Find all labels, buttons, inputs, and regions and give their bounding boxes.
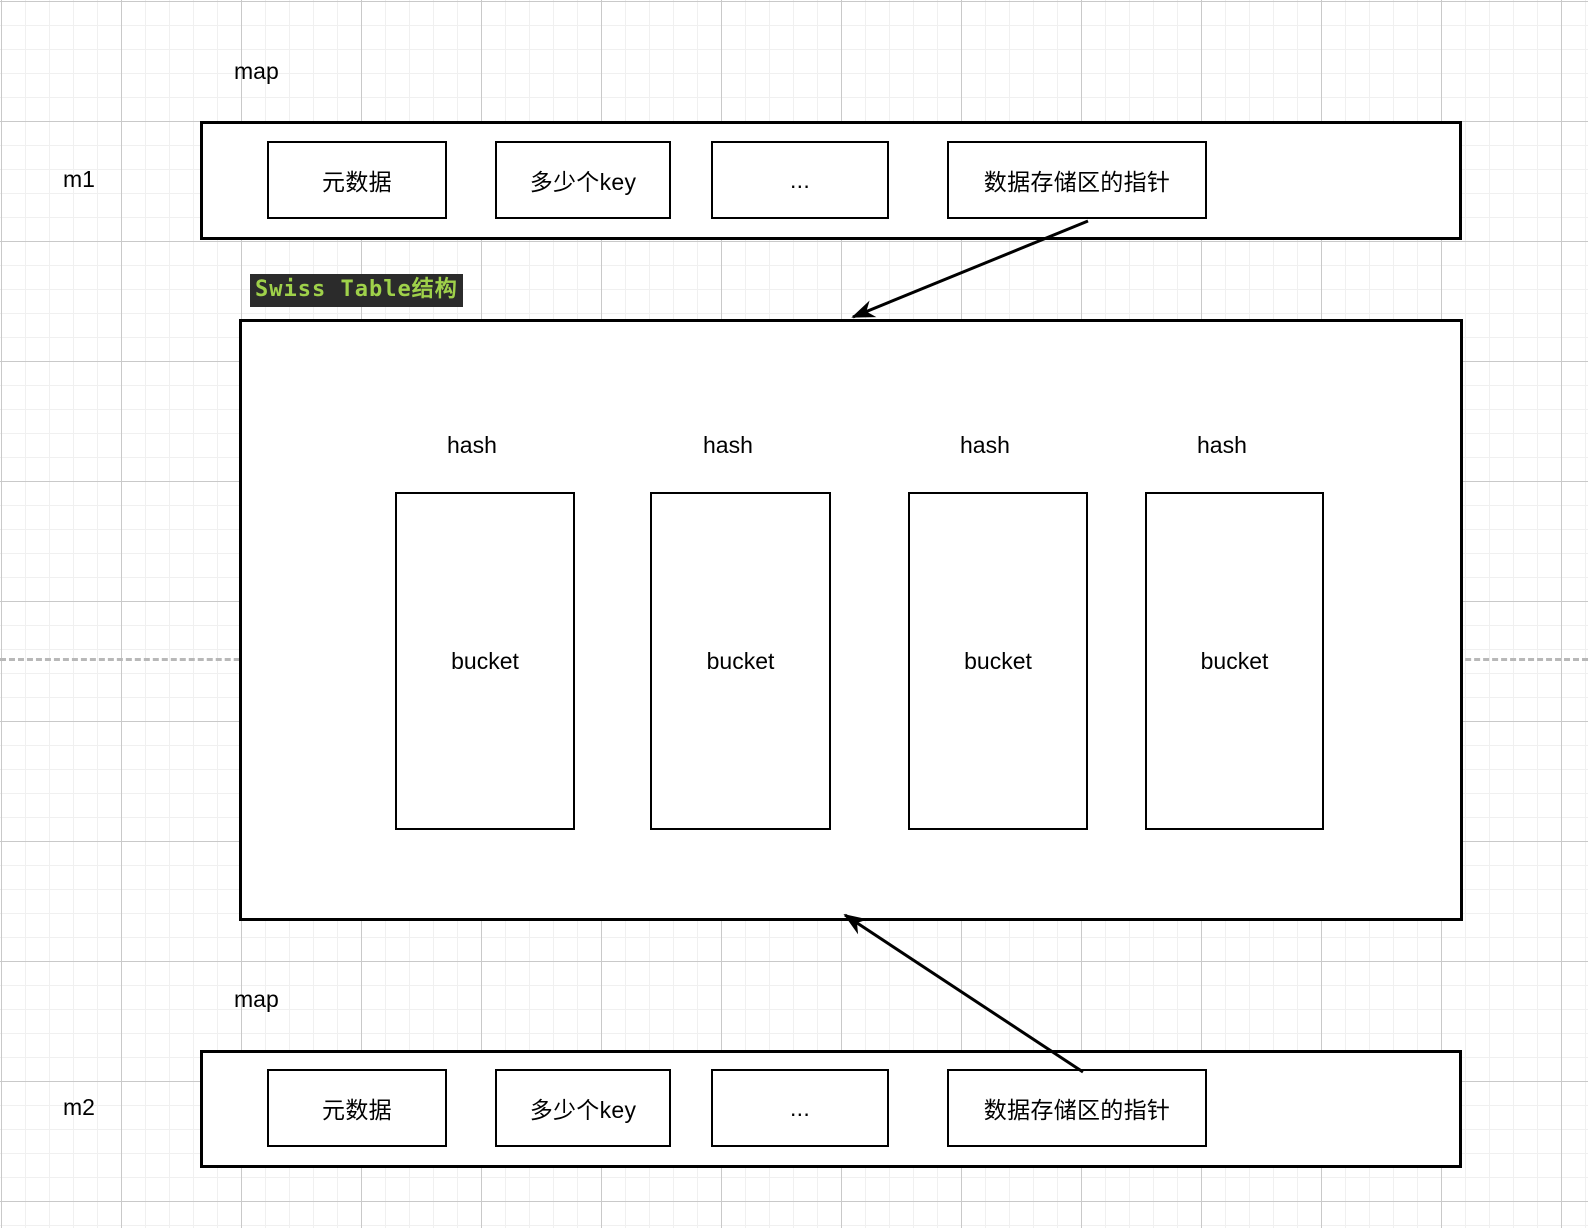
m1-map-label: map bbox=[234, 58, 279, 84]
m2-map-label: map bbox=[234, 986, 279, 1012]
m2-side-label: m2 bbox=[63, 1094, 95, 1120]
m1-field-metadata: 元数据 bbox=[267, 141, 447, 219]
bucket-4: bucket bbox=[1145, 492, 1324, 830]
arrow-m2-to-swiss-table bbox=[843, 913, 1084, 1074]
bucket-3: bucket bbox=[908, 492, 1088, 830]
bucket-2: bucket bbox=[650, 492, 831, 830]
m2-field-ellipsis: ... bbox=[711, 1069, 889, 1147]
bucket-1: bucket bbox=[395, 492, 575, 830]
hash-label-4: hash bbox=[1197, 432, 1247, 458]
m1-side-label: m1 bbox=[63, 166, 95, 192]
m1-field-key-count: 多少个key bbox=[495, 141, 671, 219]
m2-field-metadata: 元数据 bbox=[267, 1069, 447, 1147]
hash-label-2: hash bbox=[703, 432, 753, 458]
m1-field-data-pointer: 数据存储区的指针 bbox=[947, 141, 1207, 219]
hash-label-3: hash bbox=[960, 432, 1010, 458]
m2-field-key-count: 多少个key bbox=[495, 1069, 671, 1147]
hash-label-1: hash bbox=[447, 432, 497, 458]
m2-field-data-pointer: 数据存储区的指针 bbox=[947, 1069, 1207, 1147]
m1-field-ellipsis: ... bbox=[711, 141, 889, 219]
swiss-table-tag: Swiss Table结构 bbox=[250, 274, 463, 308]
